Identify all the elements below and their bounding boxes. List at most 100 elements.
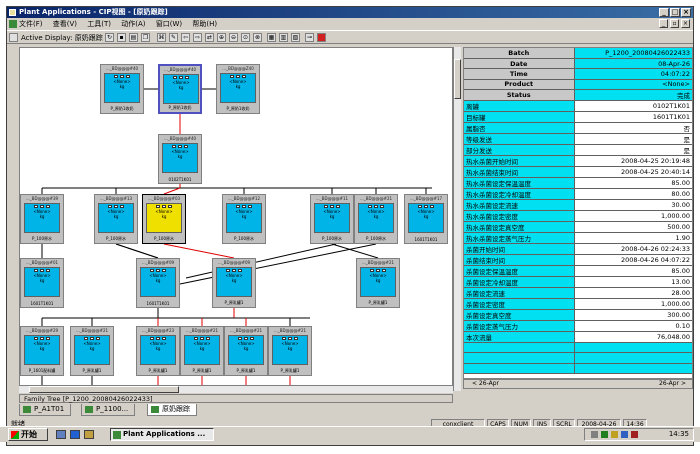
scroll-thumb[interactable] xyxy=(29,386,179,393)
desktop-icon[interactable] xyxy=(56,430,66,439)
date-range-bar[interactable]: < 26-Apr 26-Apr > xyxy=(463,379,693,389)
zoom-fit-icon[interactable]: ⊙ xyxy=(241,33,250,42)
input-method-icon[interactable] xyxy=(621,431,628,438)
taskbar-app-button[interactable]: Plant Applications ... xyxy=(110,428,214,441)
print-icon[interactable]: ▤ xyxy=(129,33,138,42)
browser-icon[interactable] xyxy=(70,430,80,439)
folder-icon[interactable] xyxy=(84,430,94,439)
tree-icon[interactable]: ⌘ xyxy=(157,33,166,42)
property-row[interactable]: 属脂否否 xyxy=(464,122,692,135)
scroll-thumb[interactable] xyxy=(454,59,461,99)
forward-arrow-icon[interactable]: ⇨ xyxy=(193,33,202,42)
minimize-button[interactable]: _ xyxy=(659,8,669,17)
property-row[interactable]: 部分发送是 xyxy=(464,144,692,157)
tab-raw-milk-tracking[interactable]: 原奶跟踪 xyxy=(147,404,197,416)
title-bar[interactable]: Plant Applications - CIP视图 - [原奶跟踪] _ □ … xyxy=(7,7,693,18)
child-minimize-button[interactable]: _ xyxy=(659,19,668,28)
menu-file[interactable]: 文件(F) xyxy=(19,20,43,28)
property-row[interactable]: Product<None> xyxy=(464,79,692,91)
menu-view[interactable]: 查看(V) xyxy=(52,20,77,28)
tab-p-1100[interactable]: P_1100... xyxy=(81,404,136,416)
date-range-end[interactable]: 26-Apr > xyxy=(659,380,686,387)
copy-icon[interactable]: ❐ xyxy=(141,33,150,42)
alert-icon[interactable] xyxy=(631,431,638,438)
maximize-button[interactable]: □ xyxy=(670,8,680,17)
tree-horizontal-scrollbar[interactable] xyxy=(19,385,453,393)
menu-help[interactable]: 帮助(H) xyxy=(192,20,218,28)
menu-tools[interactable]: 工具(T) xyxy=(87,20,111,28)
back-arrow-icon[interactable]: ⇦ xyxy=(181,33,190,42)
menu-action[interactable]: 动作(A) xyxy=(121,20,146,28)
security-icon[interactable] xyxy=(601,431,608,438)
close-button[interactable]: × xyxy=(681,8,691,17)
pen-icon[interactable]: ✎ xyxy=(169,33,178,42)
zoom-out-icon[interactable]: ⊖ xyxy=(229,33,238,42)
swap-icon[interactable]: ⇄ xyxy=(205,33,214,42)
zoom-reset-icon[interactable]: ⊗ xyxy=(253,33,262,42)
tab-p-a1t01[interactable]: P_A1T01 xyxy=(19,404,72,416)
stop-icon[interactable] xyxy=(317,33,326,42)
link-icon[interactable]: ⊸ xyxy=(305,33,314,42)
save-icon[interactable]: ▪ xyxy=(117,33,126,42)
child-restore-button[interactable]: ▫ xyxy=(670,19,679,28)
zoom-in-icon[interactable]: ⊕ xyxy=(217,33,226,42)
menu-window[interactable]: 窗口(W) xyxy=(155,20,183,28)
tree-vertical-scrollbar[interactable] xyxy=(453,47,461,391)
network-icon[interactable] xyxy=(591,431,598,438)
date-range-start[interactable]: < 26-Apr xyxy=(472,380,499,387)
refresh-icon[interactable]: ↻ xyxy=(105,33,114,42)
layout-icon[interactable]: ▧ xyxy=(291,33,300,42)
table-icon[interactable]: ▥ xyxy=(279,33,288,42)
property-row[interactable]: 等级发送是 xyxy=(464,133,692,146)
grid-icon[interactable]: ▦ xyxy=(267,33,276,42)
volume-icon[interactable] xyxy=(611,431,618,438)
start-button[interactable]: 开始 xyxy=(8,428,48,441)
child-close-button[interactable]: × xyxy=(681,19,690,28)
